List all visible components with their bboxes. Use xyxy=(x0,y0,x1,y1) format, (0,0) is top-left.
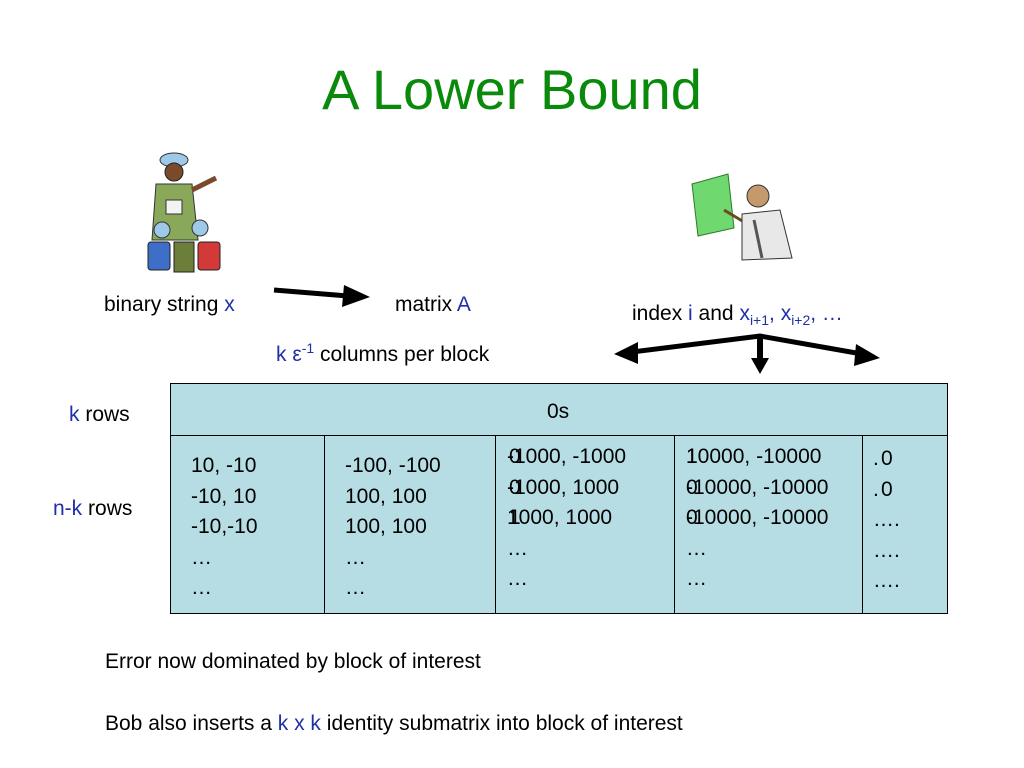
block-2-line: 100, 100 xyxy=(345,515,427,538)
identity-digit: 0 xyxy=(509,475,521,499)
block-4-line: … xyxy=(686,567,707,590)
var-i: i xyxy=(688,302,693,325)
binary-string-text: binary string xyxy=(104,293,225,316)
sub-i1: i+1 xyxy=(749,312,770,329)
block-5: . . …. …. …. 0 0 xyxy=(862,435,948,614)
index-label: index i and xi+1, xi+2, … xyxy=(632,302,843,327)
and-text: and xyxy=(692,302,740,325)
var-x-i1: x xyxy=(739,302,750,325)
error-dominated-text: Error now dominated by block of interest xyxy=(105,650,481,673)
block-3-lines: -1000, -1000 -1000, 1000 1000, 1000 … … xyxy=(507,442,626,595)
block-2-line: … xyxy=(345,576,366,599)
identity-digit: 0 xyxy=(509,445,521,468)
block-5-line: …. xyxy=(873,538,900,562)
block-2-lines: -100, -100 100, 100 100, 100 … … xyxy=(345,451,441,604)
block-1-line: -10,-10 xyxy=(191,515,258,538)
block-4-line: -10000, -10000 xyxy=(686,506,829,529)
identity-text: identity submatrix into block of interes… xyxy=(320,712,683,735)
block-1-line: … xyxy=(191,545,212,569)
block-4: 10000, -10000 -10000, -10000 -10000, -10… xyxy=(674,435,863,614)
block-1-line: -10, 10 xyxy=(191,484,257,508)
columns-per-block-label: k ε-1 columns per block xyxy=(276,341,490,366)
top-zero-block: 0s xyxy=(170,383,948,436)
columns-text: columns per block xyxy=(314,343,490,366)
block-4-line: -10000, -10000 xyxy=(686,475,829,499)
identity-digit: 1 xyxy=(509,506,521,529)
var-x: x xyxy=(224,293,235,316)
identity-digit: 0 xyxy=(686,506,698,529)
rows-text: rows xyxy=(82,497,133,520)
var-A: A xyxy=(456,293,471,316)
var-n-k: n-k xyxy=(53,497,83,520)
three-way-arrow xyxy=(614,333,880,374)
right-arrow xyxy=(273,285,370,307)
ellipsis: , … xyxy=(810,302,843,325)
k-epsilon: k ε xyxy=(276,343,302,366)
matrix-label: matrix A xyxy=(395,294,471,315)
identity-overlay: 1 0 0 xyxy=(686,442,698,534)
block-1: 10, -10 -10, 10 -10,-10 … … xyxy=(170,435,325,614)
block-1-lines: 10, -10 -10, 10 -10,-10 … … xyxy=(191,451,258,604)
n-k-rows-label: n-k rows xyxy=(53,498,132,519)
identity-digit: 1 xyxy=(686,445,698,468)
block-5-line: …. xyxy=(873,508,900,531)
bob-inserts-text: Bob also inserts a xyxy=(105,712,278,735)
binary-string-label: binary string x xyxy=(104,294,235,315)
block-2-line: -100, -100 xyxy=(345,454,441,477)
block-1-line: 10, -10 xyxy=(191,454,257,477)
comma: , xyxy=(769,302,781,325)
block-2: -100, -100 100, 100 100, 100 … … xyxy=(324,435,496,614)
block-4-line: 10000, -10000 xyxy=(686,445,822,468)
teacher-students-clipart xyxy=(147,152,221,273)
var-k: k xyxy=(69,403,80,426)
identity-overlay: 0 0 xyxy=(881,444,893,505)
rows-text: rows xyxy=(79,403,130,426)
k-x-k: k x k xyxy=(277,712,321,735)
zeros-text: 0s xyxy=(547,400,570,423)
identity-digit: 0 xyxy=(881,447,893,470)
block-3-line: 1000, 1000 xyxy=(507,506,613,529)
epsilon-exponent: -1 xyxy=(301,340,315,356)
block-1-line: … xyxy=(191,576,212,599)
block-5-lines: . . …. …. …. xyxy=(873,444,900,597)
block-3-line: … xyxy=(507,536,528,560)
block-4-lines: 10000, -10000 -10000, -10000 -10000, -10… xyxy=(686,442,828,595)
identity-overlay: 0 0 1 xyxy=(509,442,521,534)
block-of-interest: -1000, -1000 -1000, 1000 1000, 1000 … … … xyxy=(495,435,675,614)
block-5-line: . xyxy=(873,477,879,501)
block-2-line: … xyxy=(345,545,366,569)
block-3-line: … xyxy=(507,567,528,590)
slide-title: A Lower Bound xyxy=(322,58,702,121)
sub-i2: i+2 xyxy=(791,312,811,329)
block-3-line: -1000, -1000 xyxy=(507,445,627,468)
matrix-text: matrix xyxy=(395,293,457,316)
block-2-line: 100, 100 xyxy=(345,484,427,508)
block-5-line: . xyxy=(873,447,879,470)
identity-digit: 0 xyxy=(881,477,893,501)
block-3-line: -1000, 1000 xyxy=(507,475,620,499)
var-x-i2: x xyxy=(780,302,792,325)
professor-clipart xyxy=(691,173,793,261)
identity-digit: 0 xyxy=(686,475,698,499)
block-4-line: … xyxy=(686,536,707,560)
block-5-line: …. xyxy=(873,569,900,592)
index-text: index xyxy=(632,302,689,325)
k-rows-label: k rows xyxy=(69,404,130,425)
identity-submatrix-text: Bob also inserts a k x k identity submat… xyxy=(105,713,683,734)
